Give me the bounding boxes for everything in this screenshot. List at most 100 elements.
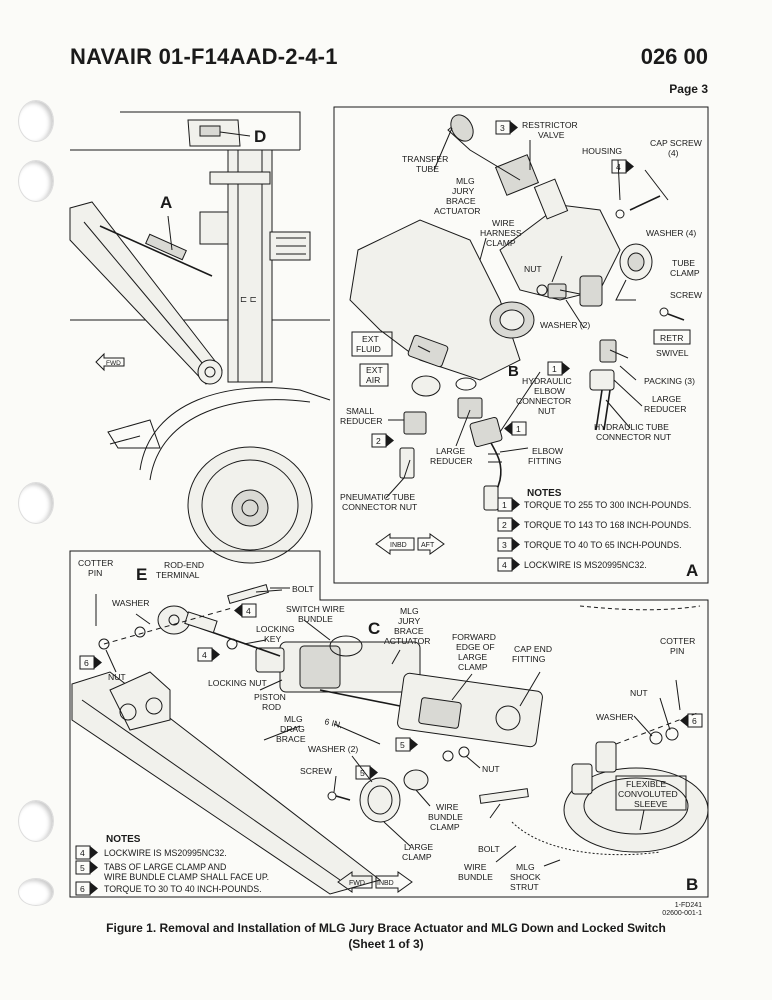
inbd-arrow-b xyxy=(375,871,413,893)
view-a: A xyxy=(333,106,709,584)
svg-text:4: 4 xyxy=(80,848,85,858)
svg-text:2: 2 xyxy=(376,436,381,446)
label-washer-2-b: WASHER (2) xyxy=(308,744,358,754)
overview-view: D ⊏ ⊏ A FWD xyxy=(69,111,331,564)
label-washer-left: WASHER xyxy=(112,598,149,608)
svg-text:5: 5 xyxy=(360,768,365,778)
label-washer-2-a: WASHER (2) xyxy=(540,320,590,330)
svg-text:INBD: INBD xyxy=(390,542,407,549)
document-number: NAVAIR 01-F14AAD-2-4-1 xyxy=(70,44,338,69)
svg-text:5: 5 xyxy=(80,863,85,873)
label-bolt-bottom: BOLT xyxy=(478,844,501,854)
callout-1-hydraulic: 1 xyxy=(547,361,570,376)
svg-text:AFT: AFT xyxy=(421,542,435,549)
callout-3-restrictor: 3 xyxy=(495,120,518,135)
callout-d: D xyxy=(254,127,266,146)
svg-text:1: 1 xyxy=(502,500,507,510)
ext-fluid-box xyxy=(351,331,393,357)
svg-text:LOCKWIRE IS MS20995NC32.: LOCKWIRE IS MS20995NC32. xyxy=(524,560,647,570)
section-number: 026 00 xyxy=(640,44,708,69)
label-nut-right: NUT xyxy=(630,688,648,698)
callout-a: A xyxy=(160,193,172,212)
label-nut-left: NUT xyxy=(108,672,126,682)
svg-text:3: 3 xyxy=(500,123,505,133)
svg-text:LOCKWIRE IS MS20995NC32.: LOCKWIRE IS MS20995NC32. xyxy=(104,848,227,858)
inbd-arrow-a xyxy=(375,533,415,555)
label-screw-a: SCREW xyxy=(670,290,703,300)
callout-4-locking-key-upper: 4 xyxy=(234,603,257,618)
figure-ref-number: 02600-001-1 xyxy=(662,910,702,917)
svg-text:WIRE BUNDLE CLAMP SHALL FACE U: WIRE BUNDLE CLAMP SHALL FACE UP. xyxy=(104,872,269,882)
view-b-frame xyxy=(69,550,709,898)
callout-c: C xyxy=(368,619,380,638)
view-a-frame xyxy=(333,106,709,584)
callout-6-right: 6 xyxy=(680,713,703,728)
fwd-arrow-b xyxy=(337,871,373,893)
label-packing-3: PACKING (3) xyxy=(644,376,695,386)
notes-heading-a: NOTES xyxy=(527,488,562,499)
svg-text:4: 4 xyxy=(202,650,207,660)
label-bolt-top: BOLT xyxy=(292,584,315,594)
svg-text:4: 4 xyxy=(246,606,251,616)
note-a-4: 4 LOCKWIRE IS MS20995NC32. xyxy=(497,557,647,572)
figure-ref-code: 1-FD241 xyxy=(674,902,702,909)
view-b-letter: B xyxy=(686,875,698,894)
svg-text:4: 4 xyxy=(616,162,621,172)
view-b: B xyxy=(69,550,709,898)
figure-caption: Figure 1. Removal and Installation of ML… xyxy=(0,920,772,952)
label-washer-4: WASHER (4) xyxy=(646,228,696,238)
label-locking-nut: LOCKING NUT xyxy=(208,678,267,688)
label-cap-screw: CAP SCREW(4) xyxy=(650,138,703,158)
binder-hole xyxy=(18,482,54,524)
svg-text:TABS OF LARGE CLAMP AND: TABS OF LARGE CLAMP AND xyxy=(104,862,226,872)
callout-e: E xyxy=(136,565,147,584)
svg-text:TORQUE TO 30 TO 40 INCH-POUNDS: TORQUE TO 30 TO 40 INCH-POUNDS. xyxy=(104,884,262,894)
svg-text:1: 1 xyxy=(516,424,521,434)
svg-text:INBD: INBD xyxy=(377,880,394,887)
flexible-sleeve-box xyxy=(615,775,687,811)
fwd-arrow-label: FWD xyxy=(106,360,121,367)
label-washer-right: WASHER xyxy=(596,712,633,722)
svg-text:⊏ ⊏: ⊏ ⊏ xyxy=(240,294,257,304)
label-housing: HOUSING xyxy=(582,146,622,156)
svg-text:4: 4 xyxy=(502,560,507,570)
note-a-3: 3 TORQUE TO 40 TO 65 INCH-POUNDS. xyxy=(497,537,682,552)
svg-text:2: 2 xyxy=(502,520,507,530)
page-number: Page 3 xyxy=(669,82,708,96)
view-a-letter: A xyxy=(686,561,698,580)
binder-hole xyxy=(18,160,54,202)
svg-text:3: 3 xyxy=(502,540,507,550)
label-nut-mid: NUT xyxy=(482,764,500,774)
svg-text:TORQUE TO 40 TO 65 INCH-POUNDS: TORQUE TO 40 TO 65 INCH-POUNDS. xyxy=(524,540,682,550)
